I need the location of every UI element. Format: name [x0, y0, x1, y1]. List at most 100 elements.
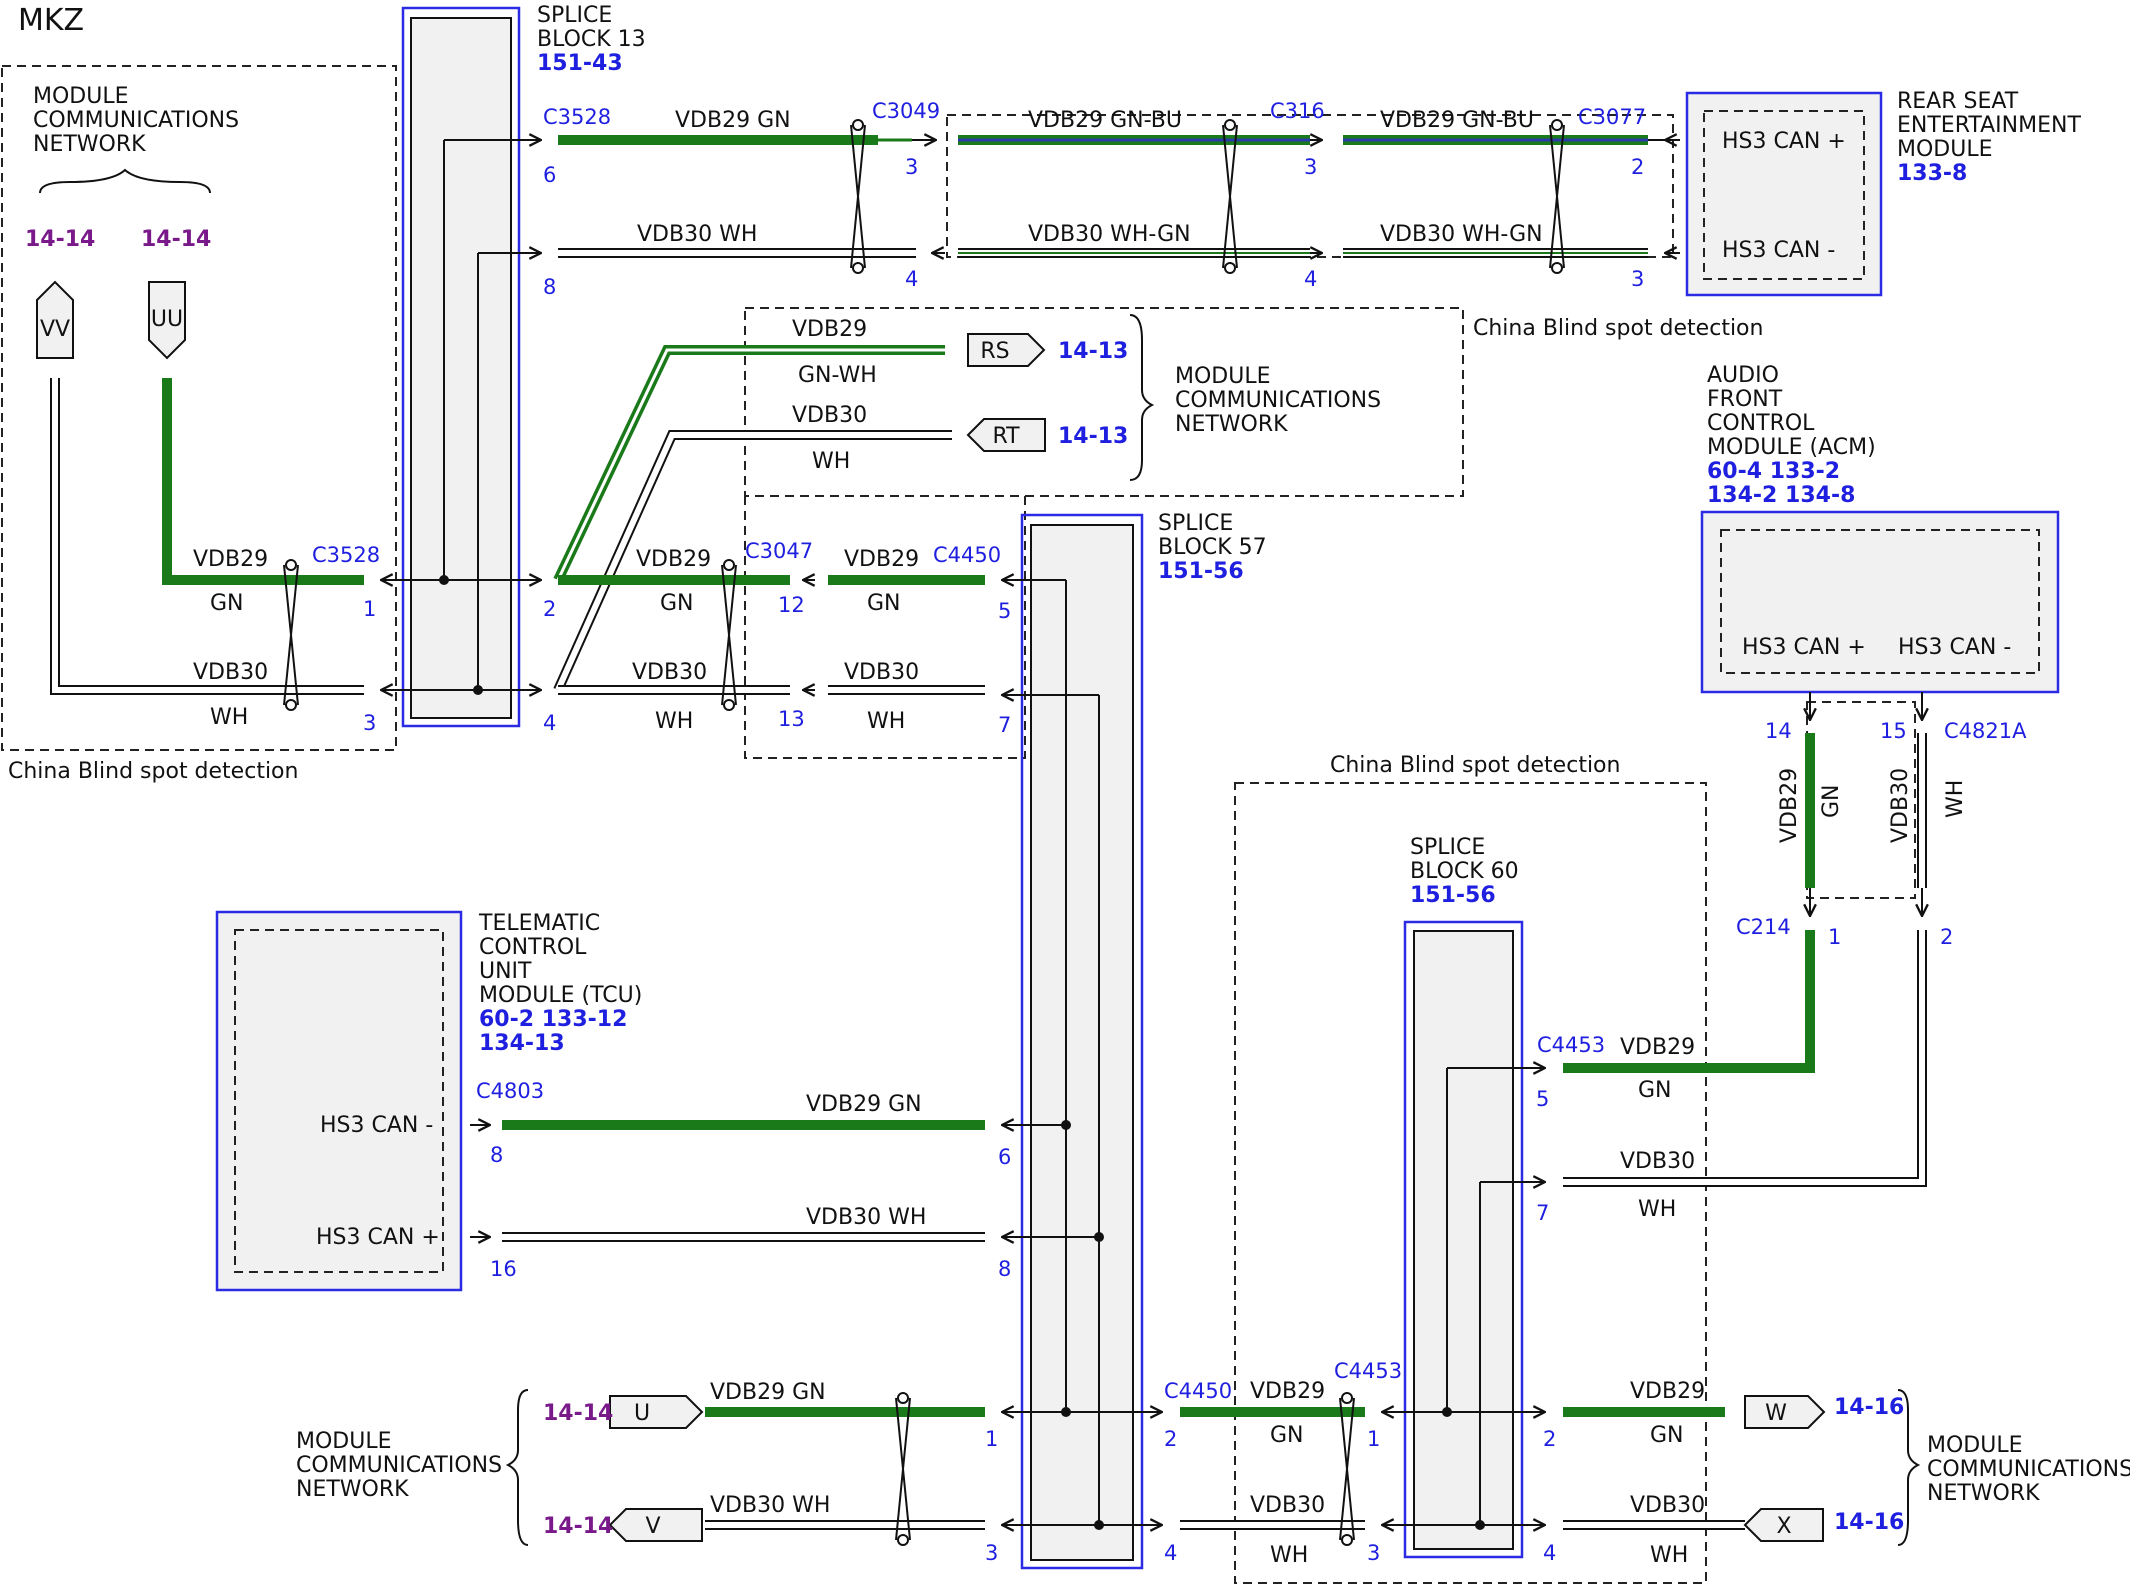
acm-pin-can-minus: HS3 CAN -	[1898, 635, 2011, 660]
connector-c3049[interactable]: C3049	[872, 99, 940, 123]
svg-text:CONTROL: CONTROL	[1707, 411, 1815, 436]
audio-front-control-module[interactable]	[1700, 510, 2060, 694]
connector-c4450-top[interactable]: C4450	[933, 543, 1001, 567]
china-label-right: China Blind spot detection	[1330, 753, 1620, 778]
wire-label: VDB30	[1888, 768, 1913, 843]
svg-text:FRONT: FRONT	[1707, 387, 1783, 412]
svg-text:BLOCK 60: BLOCK 60	[1410, 859, 1519, 884]
connector-c3528-top[interactable]: C3528	[543, 105, 611, 129]
wire-label: VDB30	[1620, 1149, 1695, 1174]
x-plug[interactable]: X	[1743, 1508, 1824, 1542]
ref-14-14-c[interactable]: 14-14	[543, 1401, 613, 1426]
u-plug[interactable]: U	[609, 1395, 704, 1429]
ref-14-14-d[interactable]: 14-14	[543, 1514, 613, 1539]
connector-c316[interactable]: C316	[1270, 99, 1325, 123]
connector-c3077[interactable]: C3077	[1578, 105, 1646, 129]
pin-number: 2	[1940, 925, 1953, 949]
ref-14-13-a[interactable]: 14-13	[1058, 339, 1128, 364]
svg-text:60-4 133-2: 60-4 133-2	[1707, 459, 1840, 484]
connector-c3047[interactable]: C3047	[745, 539, 813, 563]
svg-text:COMMUNICATIONS: COMMUNICATIONS	[1927, 1457, 2130, 1482]
v-plug[interactable]: V	[608, 1508, 703, 1542]
vv-plug[interactable]: VV	[36, 280, 74, 359]
wire-label: GN	[1650, 1423, 1684, 1448]
splice-60-internal	[1382, 1068, 1545, 1530]
wire-label: VDB29 GN	[806, 1092, 922, 1117]
pin-number: 3	[905, 155, 918, 179]
pin-number: 6	[998, 1145, 1011, 1169]
svg-text:134-13: 134-13	[479, 1031, 565, 1056]
connector-c4803[interactable]: C4803	[476, 1079, 544, 1103]
wire-label: VDB29 GN	[710, 1380, 826, 1405]
network-label-mid: MODULE COMMUNICATIONS NETWORK	[1175, 364, 1381, 437]
wire-label: VDB29	[636, 547, 711, 572]
splice-60-label: SPLICE BLOCK 60 151-56	[1410, 835, 1519, 908]
pin-number: 12	[778, 593, 805, 617]
telematic-control-unit-module[interactable]	[215, 910, 463, 1292]
svg-text:MODULE: MODULE	[33, 84, 129, 109]
ref-14-16-b[interactable]: 14-16	[1834, 1510, 1904, 1535]
china-label-top: China Blind spot detection	[1473, 316, 1763, 341]
pin-number: 4	[905, 267, 918, 291]
rear-seat-entertainment-module[interactable]	[1685, 91, 1883, 297]
rse-pin-can-minus: HS3 CAN -	[1722, 238, 1835, 263]
svg-text:NETWORK: NETWORK	[296, 1477, 409, 1502]
tcu-label: TELEMATIC CONTROL UNIT MODULE (TCU) 60-2…	[478, 911, 642, 1056]
pin-number: 2	[543, 597, 556, 621]
brace-top-left	[39, 168, 211, 194]
svg-text:134-2 134-8: 134-2 134-8	[1707, 483, 1855, 508]
wire-label: WH	[1270, 1543, 1308, 1568]
china-label-left: China Blind spot detection	[8, 759, 298, 784]
ref-14-14-a[interactable]: 14-14	[25, 227, 95, 252]
pin-number: 7	[1536, 1201, 1549, 1225]
wire-label: GN	[1270, 1423, 1304, 1448]
ref-14-16-a[interactable]: 14-16	[1834, 1395, 1904, 1420]
w-plug[interactable]: W	[1744, 1395, 1826, 1429]
connector-c4453-right[interactable]: C4453	[1537, 1033, 1605, 1057]
network-label-top-left: MODULE COMMUNICATIONS NETWORK	[33, 84, 239, 157]
svg-text:VV: VV	[40, 317, 70, 342]
uu-plug[interactable]: UU	[148, 281, 186, 360]
svg-text:W: W	[1765, 1401, 1787, 1426]
ref-14-14-b[interactable]: 14-14	[141, 227, 211, 252]
rt-plug[interactable]: RT	[966, 418, 1046, 452]
connector-c4821a[interactable]: C4821A	[1944, 719, 2027, 743]
pin-number: 3	[1631, 267, 1644, 291]
wire-label: GN	[1819, 784, 1844, 818]
svg-text:SPLICE: SPLICE	[1158, 511, 1233, 536]
svg-text:SPLICE: SPLICE	[1410, 835, 1485, 860]
svg-text:BLOCK 13: BLOCK 13	[537, 27, 646, 52]
connector-c4450-bottom[interactable]: C4450	[1164, 1379, 1232, 1403]
svg-text:COMMUNICATIONS: COMMUNICATIONS	[296, 1453, 502, 1478]
brace-bottom-right	[1897, 1389, 1921, 1546]
svg-text:X: X	[1776, 1514, 1791, 1539]
wire-label: VDB30 WH	[710, 1493, 830, 1518]
svg-text:TELEMATIC: TELEMATIC	[478, 911, 600, 936]
svg-text:COMMUNICATIONS: COMMUNICATIONS	[33, 108, 239, 133]
brace-mid	[1129, 314, 1155, 481]
connector-c214[interactable]: C214	[1736, 915, 1791, 939]
svg-text:151-56: 151-56	[1158, 559, 1244, 584]
connector-c3528-mid[interactable]: C3528	[312, 543, 380, 567]
wire-label: WH	[210, 705, 248, 730]
svg-text:151-56: 151-56	[1410, 883, 1496, 908]
pin-number: 3	[985, 1541, 998, 1565]
svg-text:CONTROL: CONTROL	[479, 935, 587, 960]
wire-label: WH	[867, 709, 905, 734]
connector-c4453-bottom[interactable]: C4453	[1334, 1359, 1402, 1383]
wire-rt-diagonal	[553, 430, 952, 693]
wire-label: VDB29	[792, 317, 867, 342]
tcu-pin-can-plus: HS3 CAN +	[316, 1225, 440, 1250]
network-label-bottom-right: MODULE COMMUNICATIONS NETWORK	[1927, 1433, 2130, 1506]
pin-number: 8	[543, 275, 556, 299]
svg-text:151-43: 151-43	[537, 51, 623, 76]
svg-text:NETWORK: NETWORK	[33, 132, 146, 157]
splice-57-internal	[1002, 580, 1162, 1530]
pin-number: 2	[1164, 1427, 1177, 1451]
svg-text:U: U	[634, 1401, 650, 1426]
wire-acm-vdb29	[1563, 692, 1810, 1073]
wire-label: VDB30 WH-GN	[1380, 222, 1543, 247]
ref-14-13-b[interactable]: 14-13	[1058, 424, 1128, 449]
wire-label: VDB29	[1630, 1379, 1705, 1404]
rs-plug[interactable]: RS	[967, 333, 1046, 367]
